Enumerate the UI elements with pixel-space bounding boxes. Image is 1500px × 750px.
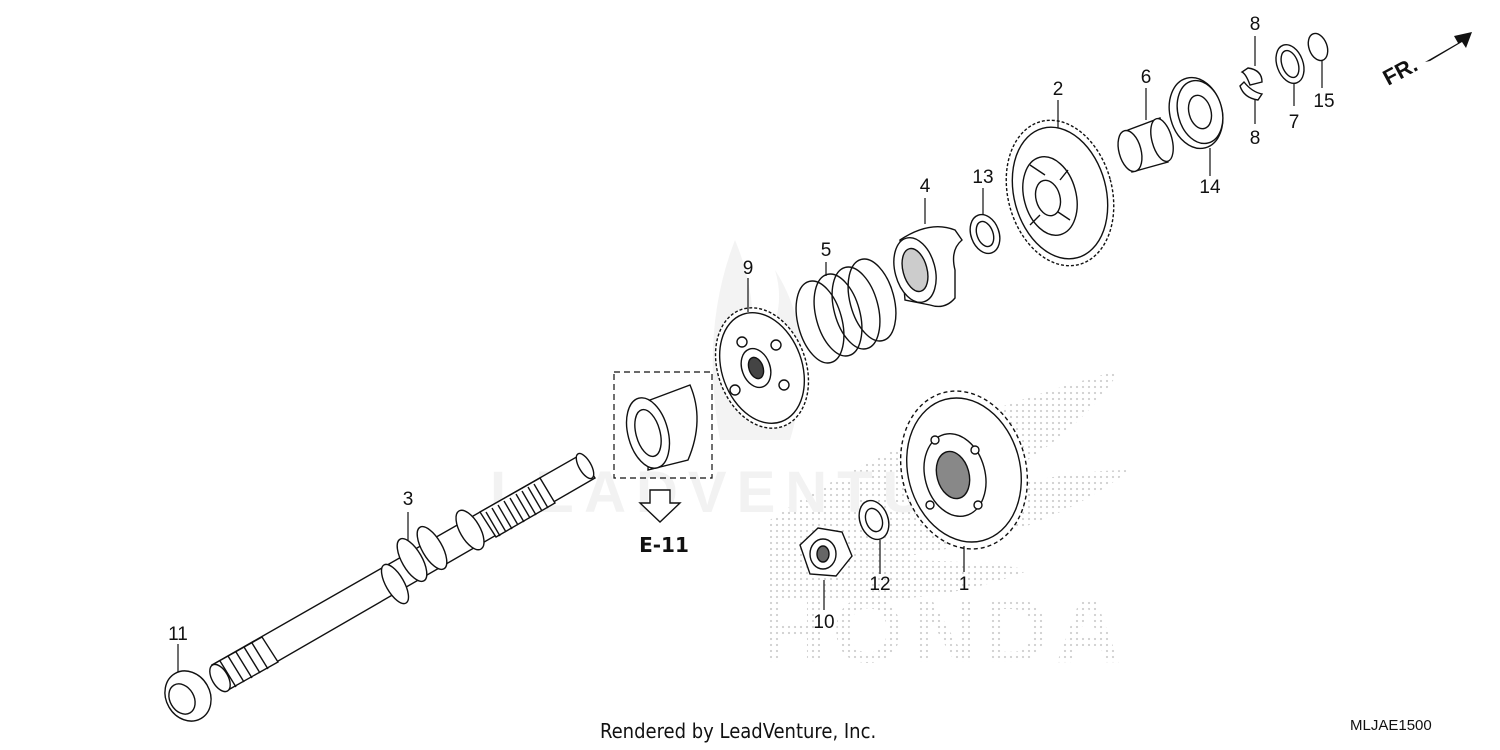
part-2-gear[interactable] [991, 108, 1130, 278]
front-direction-label: FR. [1379, 52, 1422, 91]
reference-label[interactable]: E-11 [639, 533, 689, 557]
footer-credit: Rendered by LeadVenture, Inc. [600, 719, 876, 743]
callout-5[interactable]: 5 [821, 240, 832, 261]
part-8-split-collar[interactable] [1239, 67, 1264, 101]
ref-bearing[interactable] [619, 384, 698, 473]
part-9-gear[interactable] [699, 295, 824, 442]
front-direction-arrow: FR. [1379, 32, 1472, 90]
part-5-spring[interactable] [788, 254, 904, 369]
part-12-washer[interactable] [854, 496, 894, 543]
callout-8-lower[interactable]: 8 [1250, 128, 1261, 149]
callout-6[interactable]: 6 [1141, 67, 1152, 88]
part-15-circlip[interactable] [1305, 31, 1331, 63]
callout-1[interactable]: 1 [959, 574, 970, 595]
callouts: 1 2 3 4 5 6 7 8 8 9 10 11 12 13 14 15 [168, 14, 1334, 645]
leader-lines [177, 36, 1323, 672]
callout-2[interactable]: 2 [1053, 79, 1064, 100]
callout-12[interactable]: 12 [869, 574, 890, 595]
callout-14[interactable]: 14 [1199, 177, 1221, 198]
part-13-washer[interactable] [965, 210, 1005, 257]
callout-9[interactable]: 9 [743, 258, 754, 279]
callout-7[interactable]: 7 [1289, 112, 1300, 133]
part-4-cam-hub[interactable] [887, 226, 963, 308]
callout-8-upper[interactable]: 8 [1250, 14, 1261, 35]
diagram-code: MLJAE1500 [1350, 717, 1432, 734]
part-14-bearing[interactable] [1162, 71, 1231, 154]
part-1-gear[interactable] [883, 377, 1044, 564]
callout-11[interactable]: 11 [168, 624, 188, 645]
part-11-lock-nut[interactable] [156, 662, 220, 729]
callout-10[interactable]: 10 [813, 612, 834, 633]
callout-13[interactable]: 13 [972, 167, 993, 188]
part-10-nut[interactable] [799, 527, 853, 577]
callout-4[interactable]: 4 [920, 176, 931, 197]
part-6-collar[interactable] [1114, 116, 1177, 174]
reference-arrow[interactable]: E-11 [638, 489, 689, 557]
callout-15[interactable]: 15 [1313, 91, 1334, 112]
part-7-washer[interactable] [1271, 41, 1309, 87]
callout-3[interactable]: 3 [403, 489, 414, 510]
honda-watermark: HONDA [760, 580, 1127, 682]
bearing-reference-group [613, 371, 713, 479]
part-3-main-shaft[interactable] [206, 451, 598, 695]
